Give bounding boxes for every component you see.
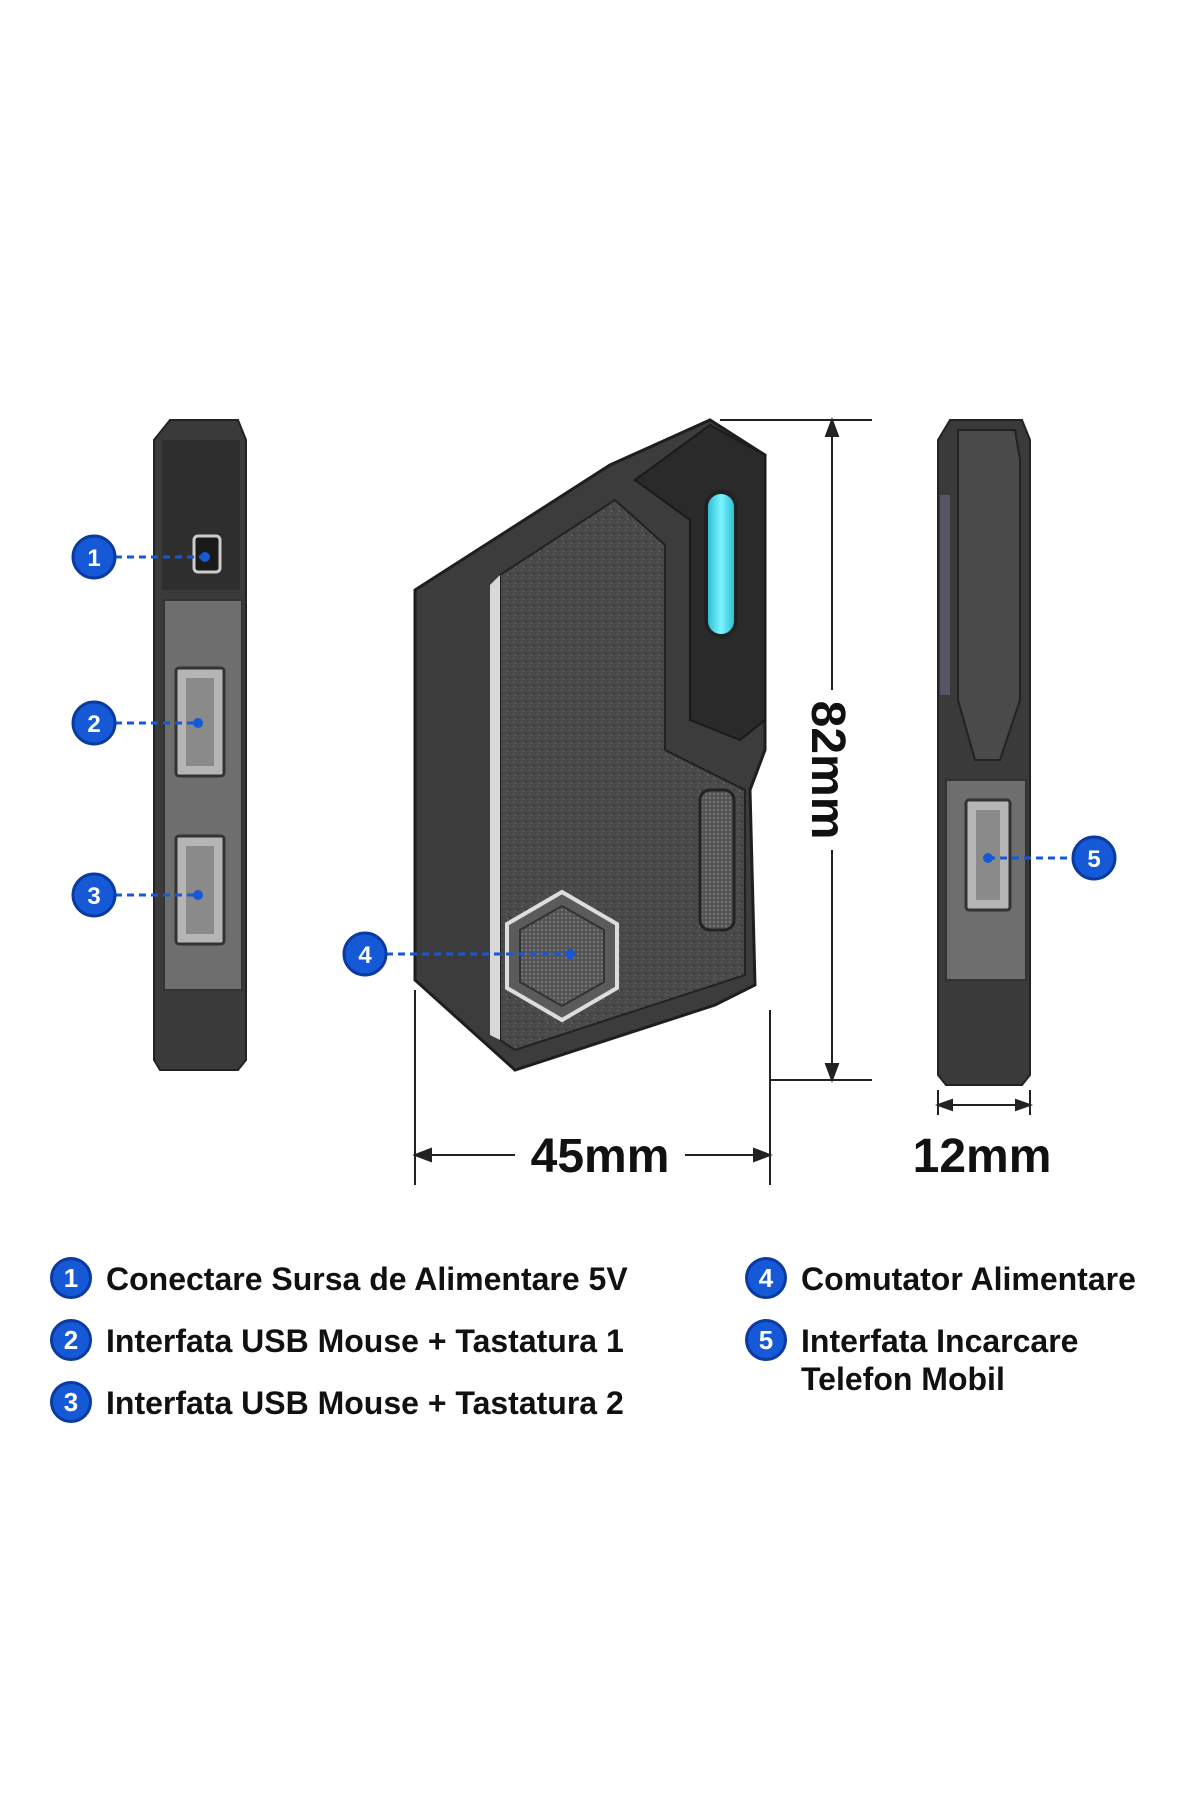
dimension-thickness [935, 1090, 1033, 1115]
legend: 1 Conectare Sursa de Alimentare 5V 2 Int… [0, 1240, 1200, 1440]
callout-2: 2 [71, 700, 203, 746]
callout-2-number: 2 [87, 711, 100, 738]
callout-4: 4 [342, 931, 575, 977]
legend-text-4: Comutator Alimentare [801, 1261, 1136, 1297]
dimension-width [412, 990, 773, 1185]
device-diagram: 82mm 45mm 12mm 1 2 3 4 [71, 417, 1117, 1185]
callout-3-number: 3 [87, 883, 100, 910]
thickness-label: 12mm [913, 1130, 1052, 1183]
led-indicator [704, 490, 738, 638]
front-view [413, 418, 767, 1072]
legend-text-3: Interfata USB Mouse + Tastatura 2 [106, 1385, 624, 1421]
legend-badge-2: 2 [50, 1319, 92, 1361]
legend-text-5: Interfata Incarcare Telefon Mobil [801, 1323, 1079, 1397]
legend-badge-1: 1 [50, 1257, 92, 1299]
legend-item-2: 2 Interfata USB Mouse + Tastatura 1 [50, 1319, 624, 1361]
left-side-view [153, 419, 247, 1071]
legend-item-5: 5 Interfata Incarcare Telefon Mobil [745, 1319, 1079, 1398]
legend-item-4: 4 Comutator Alimentare [745, 1257, 1136, 1299]
legend-badge-3: 3 [50, 1381, 92, 1423]
callout-1-number: 1 [87, 545, 100, 572]
legend-badge-4: 4 [745, 1257, 787, 1299]
width-label: 45mm [531, 1130, 670, 1183]
dimension-height [720, 417, 872, 1083]
callout-4-number: 4 [358, 942, 372, 969]
legend-badge-5: 5 [745, 1319, 787, 1361]
right-side-view [937, 419, 1031, 1086]
height-label: 82mm [801, 701, 854, 840]
legend-text-1: Conectare Sursa de Alimentare 5V [106, 1261, 628, 1297]
legend-item-1: 1 Conectare Sursa de Alimentare 5V [50, 1257, 628, 1299]
legend-item-3: 3 Interfata USB Mouse + Tastatura 2 [50, 1381, 624, 1423]
callout-3: 3 [71, 872, 203, 918]
callout-5: 5 [983, 835, 1117, 881]
callout-5-number: 5 [1087, 846, 1100, 873]
vent-grille [698, 788, 736, 932]
callout-1: 1 [71, 534, 210, 580]
legend-text-2: Interfata USB Mouse + Tastatura 1 [106, 1323, 624, 1359]
